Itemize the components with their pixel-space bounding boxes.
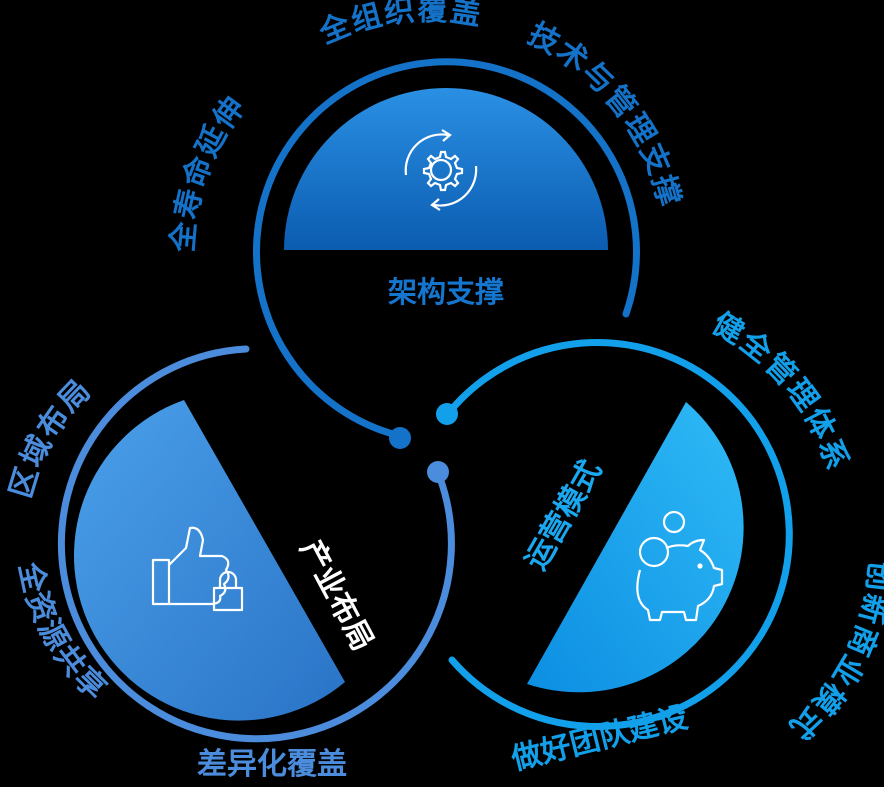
top-ring-end-dot [389,427,411,449]
left-arc-label-3: 差异化覆盖 [197,747,347,782]
right-ring-end-dot [436,403,458,425]
top-ring [252,58,640,440]
top-center-label: 架构支撑 [388,275,504,309]
left-half-disc [73,400,345,721]
piggy-bank-icon [636,510,724,622]
thumbs-up-lock-icon [151,526,244,612]
gear-cycle-icon [404,129,478,211]
right-ring [443,338,793,730]
left-ring-end-dot [427,461,449,483]
top-half-disc [284,88,608,250]
left-ring [57,345,455,743]
